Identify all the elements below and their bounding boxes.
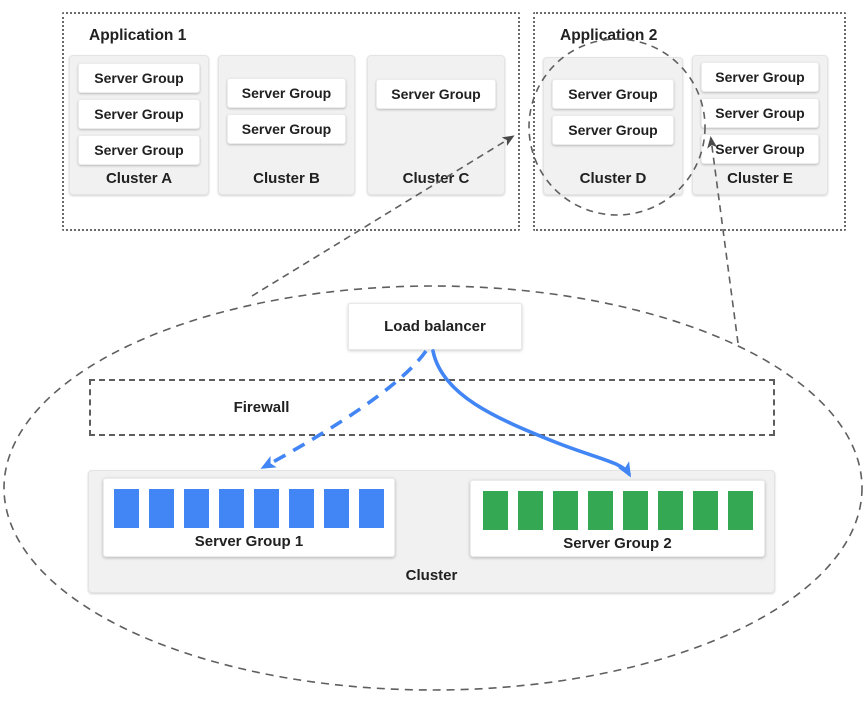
cluster-c-box: Server Group Cluster C	[367, 55, 505, 195]
cluster-d-box: Server Group Server Group Cluster D	[543, 57, 683, 195]
server-bar	[324, 489, 349, 528]
server-group-box: Server Group	[227, 78, 346, 108]
load-balancer-box: Load balancer	[348, 303, 522, 350]
application-2-title: Application 2	[560, 27, 658, 44]
server-group-2-box: Server Group 2	[470, 480, 765, 557]
cluster-a-box: Server Group Server Group Server Group C…	[69, 55, 209, 195]
application-1-title: Application 1	[89, 27, 187, 44]
cluster-b-box: Server Group Server Group Cluster B	[218, 55, 355, 195]
server-bar	[114, 489, 139, 528]
server-bar	[517, 491, 543, 530]
server-bar	[727, 491, 753, 530]
server-group-2-bars	[471, 491, 764, 530]
server-bar	[587, 491, 613, 530]
server-group-box: Server Group	[701, 62, 819, 92]
server-group-1-box: Server Group 1	[103, 478, 395, 557]
server-bar	[289, 489, 314, 528]
server-group-box: Server Group	[552, 79, 674, 109]
server-bar	[692, 491, 718, 530]
server-bar	[149, 489, 174, 528]
server-group-box: Server Group	[701, 98, 819, 128]
server-group-box: Server Group	[78, 63, 200, 93]
server-bar	[622, 491, 648, 530]
server-bar	[184, 489, 209, 528]
server-group-box: Server Group	[552, 115, 674, 145]
server-group-1-bars	[104, 489, 394, 528]
server-group-box: Server Group	[78, 135, 200, 165]
cluster-a-label: Cluster A	[105, 170, 173, 187]
firewall-box: Firewall	[89, 379, 775, 436]
server-bar	[552, 491, 578, 530]
firewall-label: Firewall	[233, 399, 290, 416]
server-bar	[219, 489, 244, 528]
cluster-d-label: Cluster D	[579, 170, 647, 187]
server-bar	[359, 489, 384, 528]
server-bar	[657, 491, 683, 530]
server-group-1-label: Server Group 1	[194, 533, 304, 550]
cluster-e-box: Server Group Server Group Server Group C…	[692, 55, 828, 195]
cluster-c-label: Cluster C	[402, 170, 470, 187]
server-bar	[254, 489, 279, 528]
server-group-box: Server Group	[227, 114, 346, 144]
cluster-b-label: Cluster B	[253, 170, 320, 187]
load-balancer-label: Load balancer	[384, 318, 486, 335]
detail-cluster-label: Cluster	[405, 567, 458, 584]
server-group-box: Server Group	[701, 134, 819, 164]
cluster-e-label: Cluster E	[727, 170, 793, 187]
server-group-box: Server Group	[376, 79, 496, 109]
server-group-2-label: Server Group 2	[563, 535, 672, 552]
server-bar	[482, 491, 508, 530]
server-group-box: Server Group	[78, 99, 200, 129]
